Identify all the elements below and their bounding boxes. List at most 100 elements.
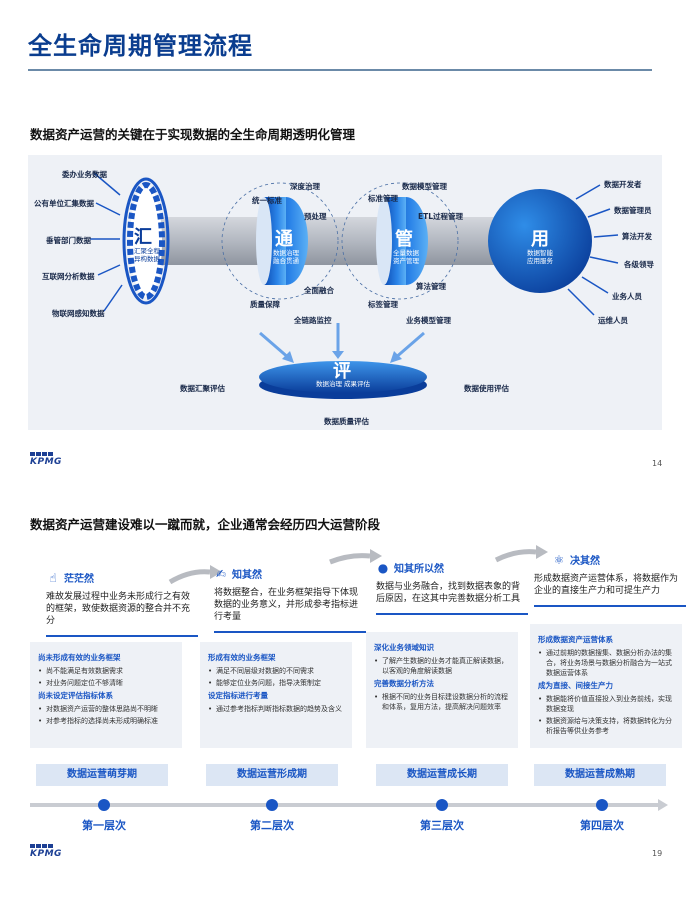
guan-label: 算法管理 <box>416 282 446 291</box>
detail-item: 对业务问题定位不够清晰 <box>38 678 176 688</box>
stage-1: ☝ 茫茫然 难故发展过程中业务未形成行之有效的框架，致使数据资源的整合并不充分 <box>46 570 198 637</box>
phase-label: 数据运营形成期 <box>206 764 338 786</box>
kpmg-logo: KPMG <box>30 844 62 859</box>
phase-label: 数据运营成熟期 <box>534 764 666 786</box>
level-label: 第三层次 <box>420 819 464 832</box>
detail-item: 数据资源给与决策支持，将数据转化为分析报告等供业务参考 <box>538 716 676 736</box>
timeline-dot <box>98 799 110 811</box>
hui-char: 汇 <box>134 227 152 248</box>
diagram-graphic <box>90 172 619 399</box>
output-label: 各级领导 <box>624 260 654 269</box>
page-number: 19 <box>652 849 663 858</box>
tong-label: 全链路监控 <box>294 316 332 325</box>
stage-name: 知其然 <box>232 570 262 581</box>
lifecycle-subtitle: 数据资产运营的关键在于实现数据的全生命周期透明化管理 <box>30 127 356 142</box>
tong-label: 深度治理 <box>290 182 320 191</box>
detail-heading: 尚未设定评估指标体系 <box>38 691 113 700</box>
stage-rule <box>214 631 366 633</box>
stage-rule <box>534 605 686 607</box>
source-label: 公有单位汇集数据 <box>34 199 94 208</box>
guan-label: 标签管理 <box>368 300 398 309</box>
kpmg-logo: KPMG <box>30 452 62 467</box>
ping-char: 评 <box>333 361 351 382</box>
output-label: 算法开发 <box>622 232 652 241</box>
hui-subtitle: 汇聚全程 异构数据 <box>134 247 160 263</box>
detail-heading: 尚未形成有效的业务框架 <box>38 653 121 662</box>
yong-char: 用 <box>531 229 549 250</box>
stage-rule <box>46 635 198 637</box>
lightbulb-icon: ● <box>377 560 389 575</box>
detail-heading: 形成数据资产运营体系 <box>538 635 613 644</box>
stage-desc: 难故发展过程中业务未形成行之有效的框架，致使数据资源的整合并不充分 <box>46 592 191 626</box>
timeline-dot <box>596 799 608 811</box>
tong-label: 预处理 <box>304 212 327 221</box>
tong-subtitle: 数据治理 融合贯通 <box>273 249 299 265</box>
stage-desc: 数据与业务融合，找到数据表象的背后原因，在这其中完善数据分析工具 <box>376 582 521 604</box>
stage-desc: 形成数据资产运营体系，将数据作为企业的直接生产力和可提生产力 <box>534 574 679 596</box>
stage-2: ✍ 知其然 将数据整合，在业务框架指导下体现数据的业务意义，并形成参考指标进行考… <box>214 566 366 633</box>
page-title: 全生命周期管理流程 <box>28 32 253 60</box>
stage-desc: 将数据整合，在业务框架指导下体现数据的业务意义，并形成参考指标进行考量 <box>214 588 359 622</box>
atom-icon: ⚛ <box>553 552 565 567</box>
kpmg-logo-text: KPMG <box>30 457 62 467</box>
detail-heading: 深化业务领域知识 <box>374 643 434 652</box>
tong-label: 全面融合 <box>304 286 334 295</box>
stage-4: ⚛ 决其然 形成数据资产运营体系，将数据作为企业的直接生产力和可提生产力 <box>534 552 686 607</box>
ping-subtitle: 数据治理 成果评估 <box>315 380 371 388</box>
guan-label: 数据模型管理 <box>402 182 447 191</box>
tong-label: 统一标准 <box>252 196 282 205</box>
detail-item: 数据能将价值直接投入到业务前线，实现数据变现 <box>538 694 676 714</box>
stage-3-detail: 深化业务领域知识 了解产生数据的业务才能真正解读数据，以客观的角度解读数据 完善… <box>366 632 518 748</box>
stage-2-detail: 形成有效的业务框架 满足不同层级对数据的不同需求 能够定位业务问题，指导决策制定… <box>200 642 352 748</box>
detail-heading: 完善数据分析方法 <box>374 679 434 688</box>
stages-subtitle: 数据资产运营建设难以一蹴而就，企业通常会经历四大运营阶段 <box>30 517 381 532</box>
detail-item: 对数据资产运营的整体思路尚不明晰 <box>38 704 176 714</box>
guan-label: 标准管理 <box>368 194 398 203</box>
output-label: 数据开发者 <box>604 180 642 189</box>
detail-heading: 成为直接、间接生产力 <box>538 681 613 690</box>
stage-rule <box>376 613 528 615</box>
timeline-dot <box>436 799 448 811</box>
guan-subtitle: 全量数据 资产管理 <box>393 249 419 265</box>
signature-icon: ✍ <box>215 566 227 581</box>
stage-4-detail: 形成数据资产运营体系 通过前期的数据搜集、数据分析办法的集合，将业务场景与数据分… <box>530 624 682 748</box>
eval-label: 数据使用评估 <box>464 384 509 393</box>
output-label: 运维人员 <box>598 316 628 325</box>
detail-item: 了解产生数据的业务才能真正解读数据，以客观的角度解读数据 <box>374 656 512 676</box>
detail-item: 通过前期的数据搜集、数据分析办法的集合，将业务场景与数据分析融合为一站式数据运营… <box>538 648 676 678</box>
guan-char: 管 <box>395 229 413 250</box>
guan-label: ETL过程管理 <box>418 212 464 221</box>
stage-1-detail: 尚未形成有效的业务框架 尚不能满足有效数据需求 对业务问题定位不够清晰 尚未设定… <box>30 642 182 748</box>
level-label: 第四层次 <box>580 819 624 832</box>
source-label: 垂管部门数据 <box>46 236 91 245</box>
source-label: 委办业务数据 <box>62 170 107 179</box>
timeline-arrowhead <box>658 799 668 811</box>
stage-arrows <box>168 545 548 585</box>
source-label: 物联网感知数据 <box>52 309 105 318</box>
level-label: 第二层次 <box>250 819 294 832</box>
title-rule <box>28 69 652 71</box>
kpmg-logo-text: KPMG <box>30 849 62 859</box>
eval-label: 数据质量评估 <box>324 417 369 426</box>
stage-name: 决其然 <box>570 556 600 567</box>
lifecycle-diagram: 委办业务数据 公有单位汇集数据 垂管部门数据 互联网分析数据 物联网感知数据 汇… <box>28 155 662 430</box>
pointing-hand-icon: ☝ <box>49 570 57 585</box>
phase-label: 数据运营成长期 <box>376 764 508 786</box>
yong-subtitle: 数据智能 应用服务 <box>527 249 553 265</box>
detail-item: 通过参考指标判断指标数据的趋势及含义 <box>208 704 346 714</box>
detail-item: 对参考指标的选择尚未形成明确标准 <box>38 716 176 726</box>
source-label: 互联网分析数据 <box>42 272 95 281</box>
detail-item: 根据不同的业务目标建设数据分析的流程和体系，复用方法，提高解决问题效率 <box>374 692 512 712</box>
stage-name: 知其所以然 <box>394 564 444 575</box>
detail-item: 尚不能满足有效数据需求 <box>38 666 176 676</box>
detail-item: 能够定位业务问题，指导决策制定 <box>208 678 346 688</box>
detail-heading: 设定指标进行考量 <box>208 691 268 700</box>
stage-3: ● 知其所以然 数据与业务融合，找到数据表象的背后原因，在这其中完善数据分析工具 <box>376 560 528 615</box>
output-label: 业务人员 <box>612 292 642 301</box>
tong-label: 质量保障 <box>250 300 280 309</box>
eval-label: 数据汇聚评估 <box>180 384 225 393</box>
output-label: 数据管理员 <box>614 206 652 215</box>
detail-item: 满足不同层级对数据的不同需求 <box>208 666 346 676</box>
timeline-dot <box>266 799 278 811</box>
phase-label: 数据运营萌芽期 <box>36 764 168 786</box>
